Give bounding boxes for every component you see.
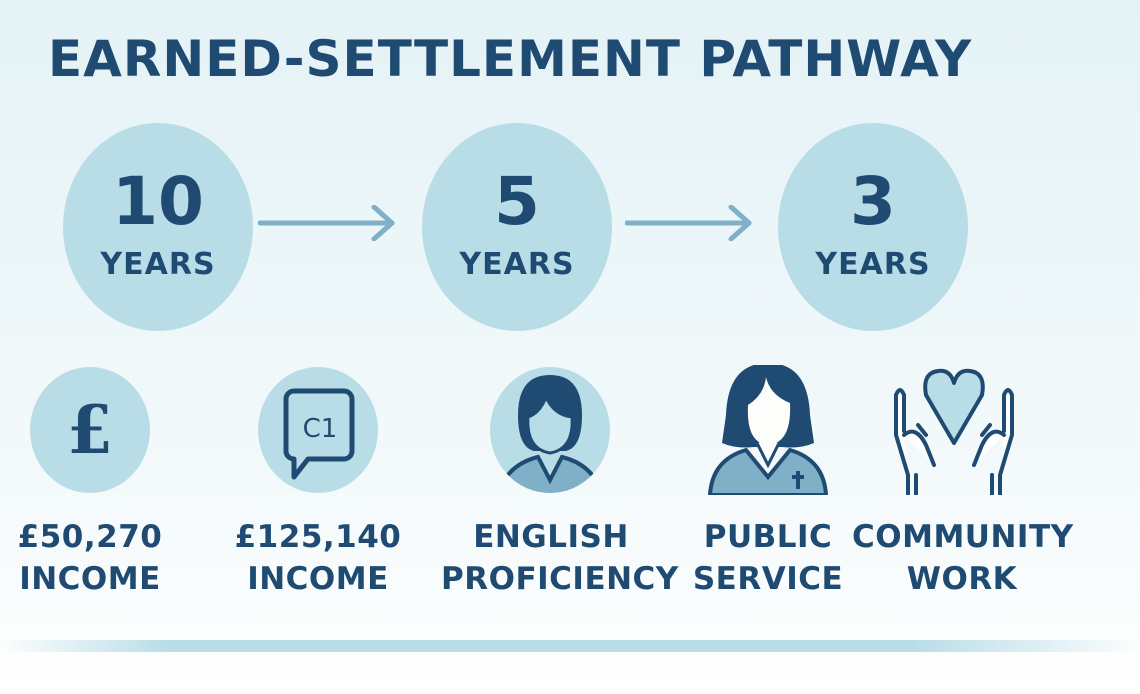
criterion-line2: INCOME: [247, 561, 389, 597]
arrow-right-icon: [625, 205, 752, 241]
criterion-line2: INCOME: [19, 561, 161, 597]
step-10-years: 10 YEARS: [63, 123, 253, 331]
nurse-icon: [707, 365, 829, 495]
criterion-line2: SERVICE: [692, 561, 844, 597]
footer-divider: [0, 640, 1140, 652]
svg-text:£: £: [67, 391, 113, 469]
criterion-line1: COMMUNITY: [852, 519, 1074, 555]
criterion-community-work: COMMUNITY WORK: [852, 516, 1074, 600]
criterion-line1: £50,270: [17, 519, 163, 555]
step-unit: YEARS: [459, 246, 575, 282]
hands-heart-icon: [894, 368, 1014, 495]
criterion-line2: PROFICIENCY: [441, 561, 679, 597]
criterion-line1: £125,140: [234, 519, 402, 555]
person-icon: [490, 367, 610, 493]
step-number: 10: [112, 162, 204, 240]
arrow-right-icon: [258, 205, 395, 241]
step-5-years: 5 YEARS: [422, 123, 612, 331]
step-3-years: 3 YEARS: [778, 123, 968, 331]
speech-bubble-c1-icon: C1: [258, 367, 378, 493]
step-unit: YEARS: [100, 246, 216, 282]
pound-icon: £: [30, 367, 150, 493]
c1-badge: C1: [303, 414, 338, 444]
step-number: 3: [850, 162, 896, 240]
criterion-line1: PUBLIC: [703, 519, 833, 555]
criterion-english: ENGLISH PROFICIENCY: [441, 516, 679, 600]
criterion-line2: WORK: [906, 561, 1018, 597]
criterion-public-service: PUBLIC SERVICE: [658, 516, 878, 600]
step-number: 5: [494, 162, 540, 240]
step-unit: YEARS: [815, 246, 931, 282]
page-title: EARNED-SETTLEMENT PATHWAY: [48, 30, 973, 88]
criterion-line1: ENGLISH: [473, 519, 629, 555]
